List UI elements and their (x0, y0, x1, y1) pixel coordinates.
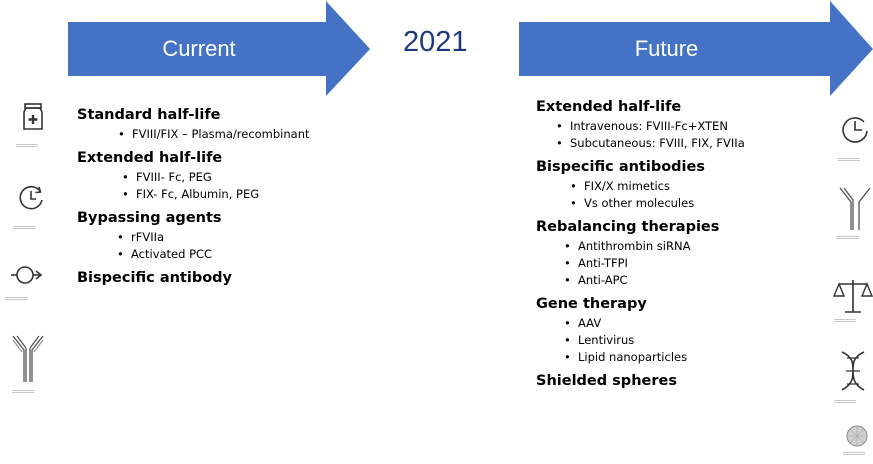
icon-caption-mark (14, 226, 36, 230)
future-arrow (519, 1, 873, 96)
future-section-gene-therapy: Gene therapy AAV Lentivirus Lipid nanopa… (536, 295, 745, 366)
list-item: Anti-APC (564, 272, 745, 289)
section-heading: Bispecific antibodies (536, 159, 705, 175)
medicine-bottle-icon (21, 102, 45, 132)
clock-icon (840, 114, 870, 144)
list-item: Lentivirus (564, 332, 745, 349)
icon-caption-mark (838, 158, 860, 162)
year-label: 2021 (403, 26, 468, 58)
future-section-bispecific-antibodies: Bispecific antibodies FIX/X mimetics Vs … (536, 158, 745, 212)
future-section-rebalancing-therapies: Rebalancing therapies Antithrombin siRNA… (536, 218, 745, 289)
future-section-extended-half-life: Extended half-life Intravenous: FVIII-Fc… (536, 98, 745, 152)
list-item: Activated PCC (117, 246, 310, 263)
future-label: Future (634, 36, 699, 61)
antibody-icon (11, 334, 45, 384)
antibody-icon (838, 186, 872, 232)
section-heading: Standard half-life (77, 107, 221, 123)
balance-scale-icon (833, 276, 873, 316)
icon-caption-mark (834, 400, 856, 404)
list-item: Anti-TFPI (564, 255, 745, 272)
current-section-bispecific-antibody: Bispecific antibody (77, 269, 310, 287)
current-arrow (68, 1, 370, 96)
list-item: Intravenous: FVIII-Fc+XTEN (556, 118, 745, 135)
section-heading: Extended half-life (77, 150, 223, 166)
section-heading: Bypassing agents (77, 210, 222, 226)
current-section-bypassing-agents: Bypassing agents rFVIIa Activated PCC (77, 209, 310, 263)
future-column: Extended half-life Intravenous: FVIII-Fc… (536, 98, 745, 392)
list-item: AAV (564, 315, 745, 332)
current-column: Standard half-life FVIII/FIX – Plasma/re… (77, 106, 310, 289)
section-heading: Shielded spheres (536, 373, 677, 389)
section-heading: Extended half-life (536, 99, 682, 115)
icon-caption-mark (836, 236, 858, 240)
list-item: FIX/X mimetics (570, 178, 745, 195)
list-item: FVIII- Fc, PEG (122, 169, 310, 186)
icon-caption-mark (843, 452, 865, 456)
icon-caption-mark (6, 297, 28, 301)
list-item: Lipid nanoparticles (564, 349, 745, 366)
list-item: Subcutaneous: FVIII, FIX, FVIIa (556, 135, 745, 152)
section-heading: Bispecific antibody (77, 270, 233, 286)
section-heading: Gene therapy (536, 296, 647, 312)
icon-caption-mark (12, 390, 34, 394)
icon-caption-mark (834, 319, 856, 323)
list-item: Vs other molecules (570, 195, 745, 212)
future-section-shielded-spheres: Shielded spheres (536, 372, 745, 390)
sphere-icon (845, 424, 869, 448)
list-item: FIX- Fc, Albumin, PEG (122, 186, 310, 203)
current-section-standard-half-life: Standard half-life FVIII/FIX – Plasma/re… (77, 106, 310, 143)
current-section-extended-half-life: Extended half-life FVIII- Fc, PEG FIX- F… (77, 149, 310, 203)
list-item: rFVIIa (117, 229, 310, 246)
list-item: Antithrombin siRNA (564, 238, 745, 255)
list-item: FVIII/FIX – Plasma/recombinant (118, 126, 309, 143)
cycle-arrow-icon (9, 262, 45, 288)
current-label: Current (162, 36, 236, 61)
clock-icon (17, 184, 45, 212)
section-heading: Rebalancing therapies (536, 219, 720, 235)
icon-caption-mark (16, 144, 38, 148)
dna-icon (838, 350, 868, 392)
